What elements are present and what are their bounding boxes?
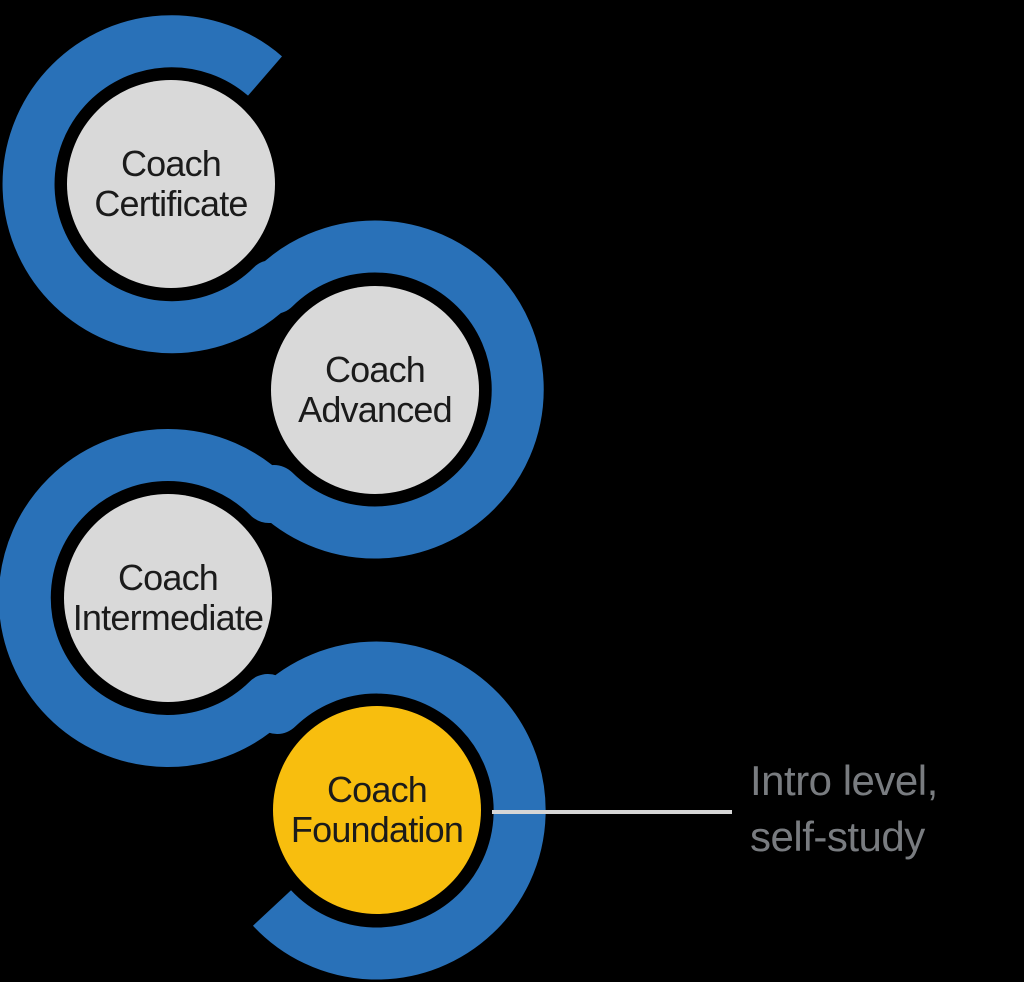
node-coach-advanced: Coach Advanced xyxy=(271,286,479,494)
annotation-intro-level: Intro level, self-study xyxy=(750,753,938,865)
node-label-line2: Foundation xyxy=(290,809,464,850)
node-label-line2: Certificate xyxy=(94,183,248,224)
node-label-line1: Coach xyxy=(117,557,219,598)
node-coach-intermediate: Coach Intermediate xyxy=(64,494,272,702)
node-label-line1: Coach xyxy=(326,769,428,810)
node-coach-foundation: Coach Foundation xyxy=(273,706,481,914)
annotation-line2: self-study xyxy=(750,813,925,860)
s-curve-path xyxy=(0,15,546,980)
node-coach-certificate: Coach Certificate xyxy=(67,80,275,288)
annotation-line1: Intro level, xyxy=(750,757,938,804)
node-label-line2: Advanced xyxy=(298,389,453,430)
node-label-line1: Coach xyxy=(324,349,426,390)
connector-line xyxy=(492,810,732,814)
node-label-line1: Coach xyxy=(120,143,222,184)
node-label-line2: Intermediate xyxy=(72,597,264,638)
